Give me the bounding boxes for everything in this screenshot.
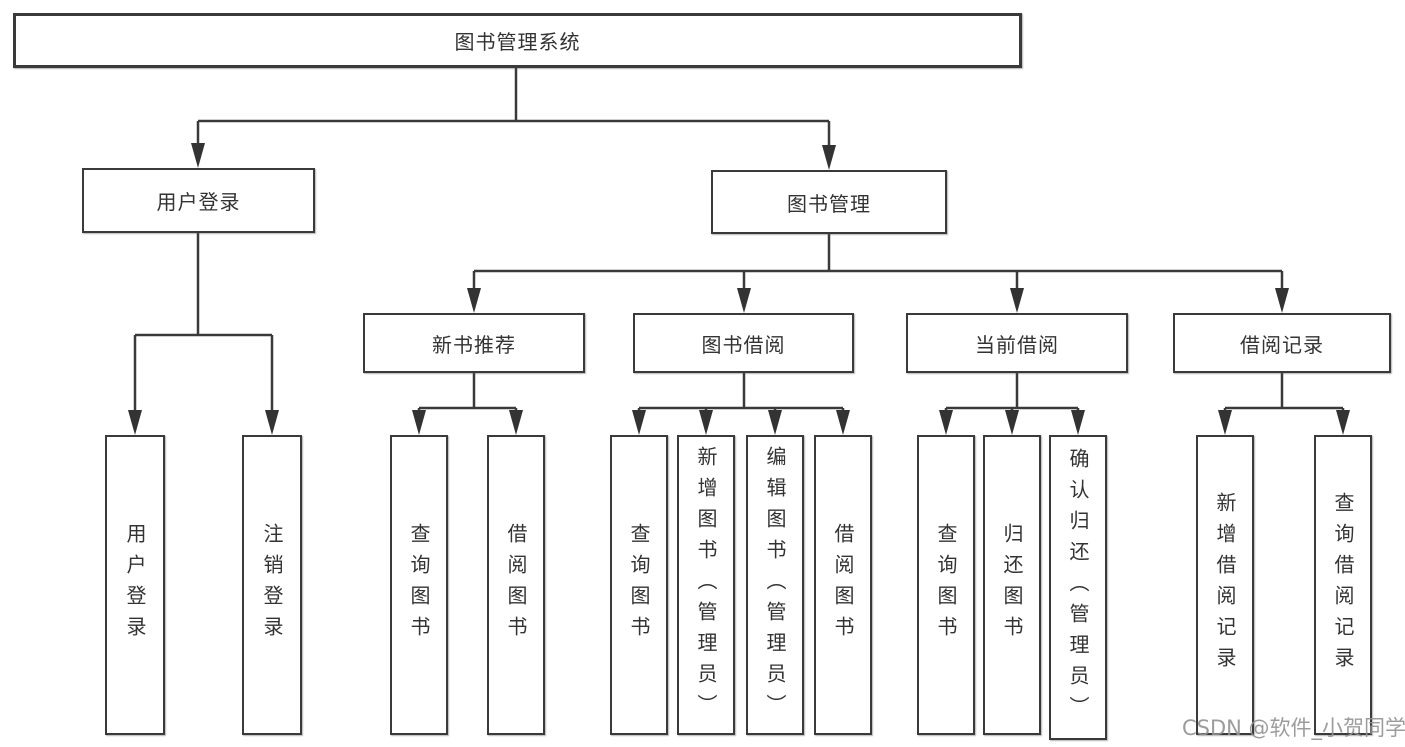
leaf-user-login: 用户登录 xyxy=(105,435,165,735)
leaf-add-book-admin-label: 新增图书（管理员） xyxy=(694,445,718,725)
leaf-query-books-recommend-label: 查询图书 xyxy=(407,523,431,647)
leaf-add-borrow-record: 新增借阅记录 xyxy=(1196,435,1254,735)
arrowheads xyxy=(128,143,1350,435)
leaf-confirm-return-admin: 确认归还（管理员） xyxy=(1049,435,1107,740)
tree-edges xyxy=(133,68,1345,416)
leaf-borrow-books-borrow: 借阅图书 xyxy=(814,435,872,735)
leaf-query-books-borrow-label: 查询图书 xyxy=(627,523,651,647)
node-book-management: 图书管理 xyxy=(711,170,947,234)
node-new-book-recommend: 新书推荐 xyxy=(363,313,585,373)
node-book-management-label: 图书管理 xyxy=(787,191,871,216)
node-library-system-label: 图书管理系统 xyxy=(454,30,581,54)
leaf-query-books-current-label: 查询图书 xyxy=(934,523,958,647)
node-borrow-records: 借阅记录 xyxy=(1173,313,1391,373)
leaf-edit-book-admin: 编辑图书（管理员） xyxy=(746,435,804,735)
node-book-borrow: 图书借阅 xyxy=(633,313,854,373)
leaf-borrow-books-recommend: 借阅图书 xyxy=(487,435,545,735)
node-user-login-label: 用户登录 xyxy=(156,190,241,214)
node-current-borrow-label: 当前借阅 xyxy=(975,332,1059,357)
leaf-edit-book-admin-label: 编辑图书（管理员） xyxy=(763,445,787,725)
leaf-add-book-admin: 新增图书（管理员） xyxy=(677,435,735,735)
csdn-watermark: CSDN @软件_小贺同学 xyxy=(1182,716,1405,740)
leaf-borrow-books-borrow-label: 借阅图书 xyxy=(831,523,855,647)
leaf-borrow-books-recommend-label: 借阅图书 xyxy=(504,523,528,647)
leaf-logout: 注销登录 xyxy=(242,435,302,735)
node-user-login: 用户登录 xyxy=(82,168,315,233)
leaf-query-books-recommend: 查询图书 xyxy=(390,435,448,735)
leaf-logout-label: 注销登录 xyxy=(260,523,284,647)
leaf-confirm-return-admin-label: 确认归还（管理员） xyxy=(1066,448,1090,727)
node-current-borrow: 当前借阅 xyxy=(906,313,1128,373)
node-new-book-recommend-label: 新书推荐 xyxy=(432,332,516,357)
leaf-user-login-label: 用户登录 xyxy=(123,523,147,647)
leaf-query-books-borrow: 查询图书 xyxy=(610,435,668,735)
leaf-query-borrow-record-label: 查询借阅记录 xyxy=(1331,492,1355,678)
leaf-return-books-label: 归还图书 xyxy=(1000,523,1024,647)
leaf-query-books-current: 查询图书 xyxy=(917,435,975,735)
node-book-borrow-label: 图书借阅 xyxy=(701,332,786,357)
leaf-return-books: 归还图书 xyxy=(983,435,1041,735)
leaf-query-borrow-record: 查询借阅记录 xyxy=(1314,435,1372,735)
node-library-system: 图书管理系统 xyxy=(13,13,1022,68)
leaf-add-borrow-record-label: 新增借阅记录 xyxy=(1213,492,1237,678)
node-borrow-records-label: 借阅记录 xyxy=(1240,332,1324,357)
